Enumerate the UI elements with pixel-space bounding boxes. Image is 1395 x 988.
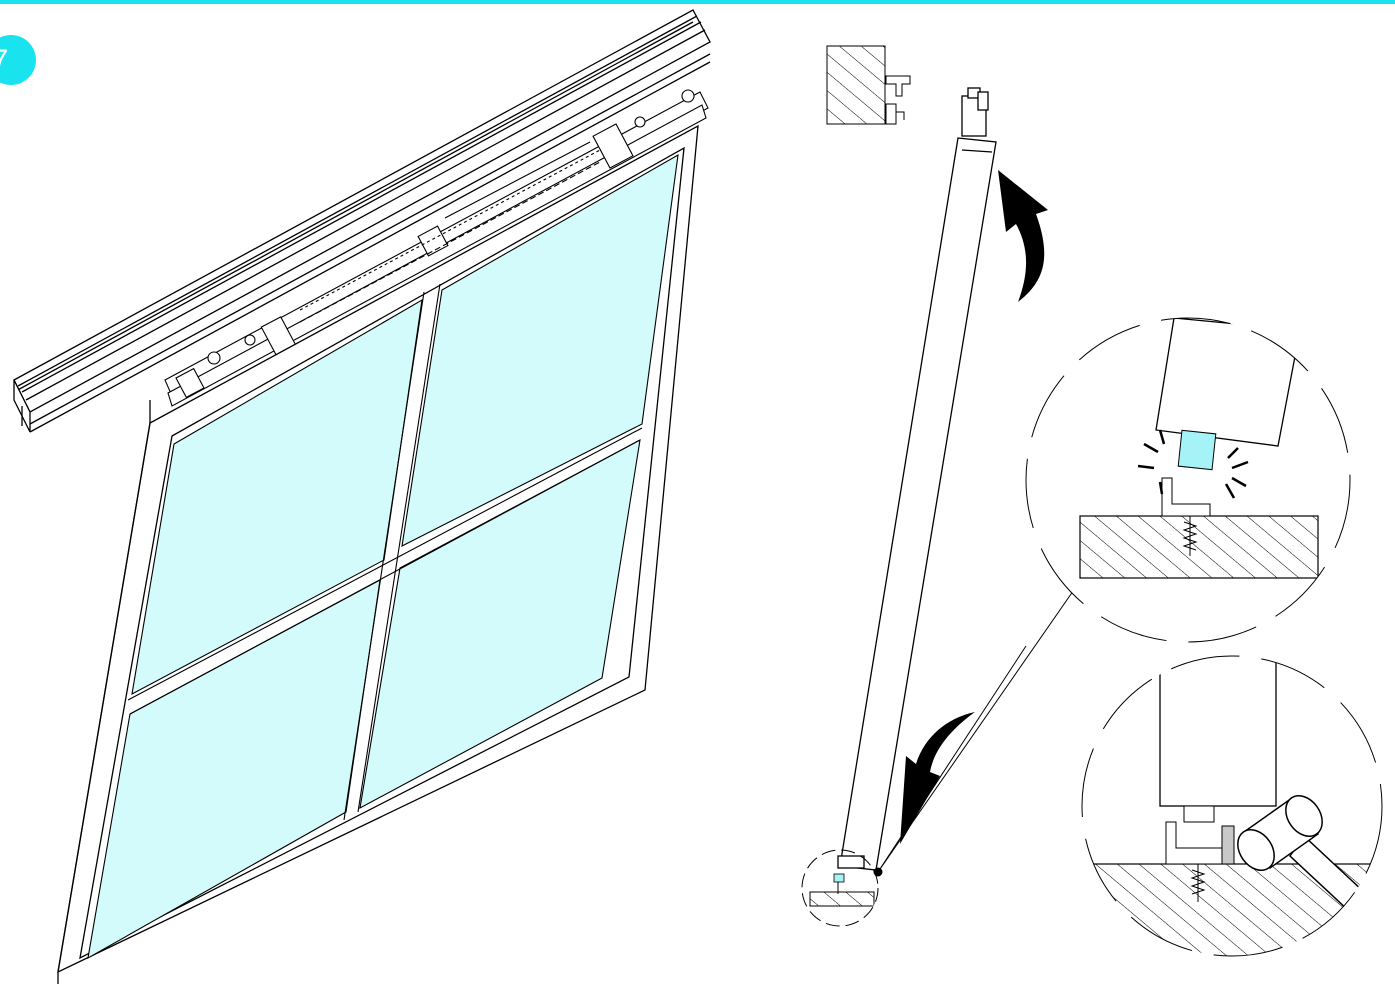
zoom-detail-clip-in <box>1025 317 1351 643</box>
zoom-detail-hammer <box>1081 655 1383 957</box>
bottom-guide-detail-small <box>801 849 879 927</box>
step-number: 7 <box>0 35 14 85</box>
glass-pane-top-left <box>131 298 423 696</box>
glass-panes <box>87 153 679 960</box>
door-edge-view <box>837 87 997 871</box>
wall-section-inset <box>826 45 911 125</box>
screw-icon <box>1182 516 1198 556</box>
rotate-up-arrow-icon <box>998 170 1048 302</box>
click-spark-lines <box>1137 429 1249 499</box>
screw-icon <box>1190 864 1206 902</box>
roller-carriage-assembly <box>164 89 709 407</box>
top-track-rail <box>13 9 711 433</box>
accent-top-bar <box>0 0 1395 4</box>
door-mullions <box>127 283 643 821</box>
glass-pane-top-right <box>401 153 679 547</box>
rotate-down-arrow-icon <box>900 712 975 844</box>
zoom-connector-lines <box>873 583 1079 877</box>
